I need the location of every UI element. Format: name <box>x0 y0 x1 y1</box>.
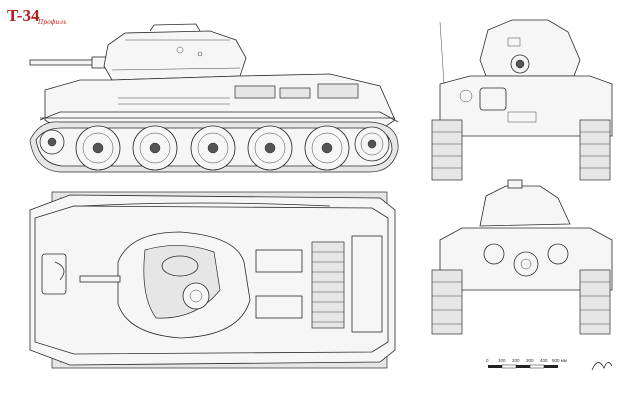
engine-hatch <box>255 249 303 273</box>
scale-segment <box>544 365 558 368</box>
exhaust-right <box>547 243 569 265</box>
scale-tick-label: 300 <box>526 358 534 363</box>
hull-side <box>44 73 396 131</box>
rear-view <box>431 179 613 335</box>
driver-hatch-front <box>479 87 507 111</box>
turret-vent <box>161 255 199 277</box>
track-front-right <box>579 119 611 181</box>
side-view <box>29 23 399 173</box>
tow-cable <box>81 202 331 207</box>
top-view <box>29 191 396 369</box>
drawing-title: T-34 <box>7 6 40 25</box>
gun-barrel-top <box>79 275 121 283</box>
antenna <box>439 21 445 85</box>
fender-side <box>39 111 399 123</box>
artist-signature <box>591 362 613 371</box>
rear-hatch <box>513 251 539 277</box>
scale-tick-label: 500 мм <box>552 358 567 363</box>
cupola-rear <box>507 179 523 189</box>
track-rear-left <box>431 269 463 335</box>
track-rear-right <box>579 269 611 335</box>
exhaust-left <box>483 243 505 265</box>
engine-louver <box>317 83 359 99</box>
drawing-subtitle: Профиль <box>37 19 66 26</box>
scale-segment <box>501 364 517 369</box>
gun-barrel <box>29 59 101 66</box>
turret-rear <box>479 185 571 227</box>
scale-bar: 0 100 200 300 400 500 мм <box>486 358 613 371</box>
driver-hatch <box>41 253 67 295</box>
turret-front <box>479 19 581 77</box>
road-wheels <box>75 125 350 171</box>
stowage-box <box>279 87 311 99</box>
turret-hatch <box>182 282 210 310</box>
engine-hatch <box>255 295 303 319</box>
scale-segment <box>488 365 502 368</box>
stowage-box <box>234 85 276 99</box>
title-logo: T-34 Профиль <box>7 6 66 26</box>
scale-tick-label: 400 <box>540 358 548 363</box>
scale-tick-label: 100 <box>498 358 506 363</box>
scale-segment <box>529 364 545 369</box>
scale-tick-label: 200 <box>512 358 520 363</box>
cupola-side <box>149 23 201 32</box>
engine-grille <box>311 241 345 329</box>
scale-segment <box>516 365 530 368</box>
turret-side <box>103 30 247 81</box>
scale-tick-label: 0 <box>486 358 489 363</box>
track-front-left <box>431 119 463 181</box>
front-view <box>431 19 613 181</box>
